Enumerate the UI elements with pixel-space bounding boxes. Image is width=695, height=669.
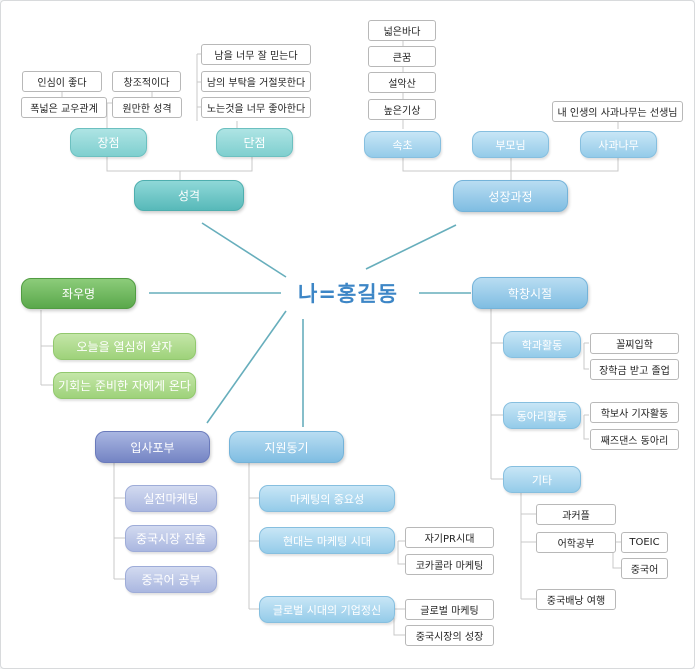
strength-item[interactable]: 원만한 성격: [112, 97, 182, 118]
strength-item[interactable]: 인심이 좋다: [22, 71, 102, 92]
school-node[interactable]: 학창시절: [472, 277, 588, 309]
major-activity-node[interactable]: 학과활동: [503, 331, 581, 358]
hometown-item[interactable]: 높은기상: [368, 99, 436, 120]
weakness-item[interactable]: 남을 너무 잘 믿는다: [201, 44, 311, 65]
ambition-item[interactable]: 중국어 공부: [125, 566, 217, 593]
major-activity-item[interactable]: 장학금 받고 졸업: [590, 359, 679, 380]
motivation-importance[interactable]: 마케팅의 중요성: [259, 485, 395, 512]
modern-marketing-item[interactable]: 코카콜라 마케팅: [405, 554, 494, 575]
apple-tree-node[interactable]: 사과나무: [580, 131, 657, 158]
motto-node[interactable]: 좌우명: [21, 278, 136, 309]
language-item[interactable]: TOEIC: [621, 532, 668, 553]
personality-node[interactable]: 성격: [134, 180, 244, 211]
strength-item[interactable]: 창조적이다: [112, 71, 181, 92]
ambition-item[interactable]: 실전마케팅: [125, 485, 217, 512]
strengths-node[interactable]: 장점: [70, 128, 147, 157]
modern-marketing-node[interactable]: 현대는 마케팅 시대: [259, 527, 395, 554]
hometown-item[interactable]: 큰꿈: [368, 46, 436, 67]
motto-item[interactable]: 기회는 준비한 자에게 온다: [53, 372, 196, 399]
hometown-node[interactable]: 속초: [364, 131, 441, 158]
club-activity-item[interactable]: 째즈댄스 동아리: [590, 429, 679, 450]
etc-node[interactable]: 기타: [503, 466, 581, 493]
strength-item[interactable]: 폭넓은 교우관계: [21, 97, 107, 118]
ambition-node[interactable]: 입사포부: [95, 431, 210, 463]
motivation-node[interactable]: 지원동기: [229, 431, 344, 463]
motto-item[interactable]: 오늘을 열심히 살자: [53, 333, 196, 360]
etc-item[interactable]: 과커플: [536, 504, 616, 525]
hometown-item[interactable]: 설악산: [368, 72, 436, 93]
etc-item[interactable]: 어학공부: [536, 532, 616, 553]
center-topic[interactable]: 나=홍길동: [298, 282, 398, 306]
hometown-item[interactable]: 넓은바다: [368, 20, 436, 41]
etc-item[interactable]: 중국배낭 여행: [536, 589, 616, 610]
global-spirit-node[interactable]: 글로벌 시대의 기업정신: [259, 596, 395, 623]
major-activity-item[interactable]: 꼴찌입학: [590, 333, 679, 354]
club-activity-node[interactable]: 동아리활동: [503, 402, 581, 429]
weakness-item[interactable]: 노는것을 너무 좋아한다: [201, 97, 311, 118]
global-spirit-item[interactable]: 글로벌 마케팅: [405, 599, 494, 620]
apple-tree-item[interactable]: 내 인생의 사과나무는 선생님: [552, 101, 683, 122]
club-activity-item[interactable]: 학보사 기자활동: [590, 402, 679, 423]
growth-node[interactable]: 성장과정: [453, 180, 568, 212]
language-item[interactable]: 중국어: [621, 558, 668, 579]
weaknesses-node[interactable]: 단점: [216, 128, 293, 157]
global-spirit-item[interactable]: 중국시장의 성장: [405, 625, 494, 646]
modern-marketing-item[interactable]: 자기PR시대: [405, 527, 494, 548]
parents-node[interactable]: 부모님: [472, 131, 549, 158]
ambition-item[interactable]: 중국시장 진출: [125, 525, 217, 552]
weakness-item[interactable]: 남의 부탁을 거절못한다: [201, 71, 311, 92]
